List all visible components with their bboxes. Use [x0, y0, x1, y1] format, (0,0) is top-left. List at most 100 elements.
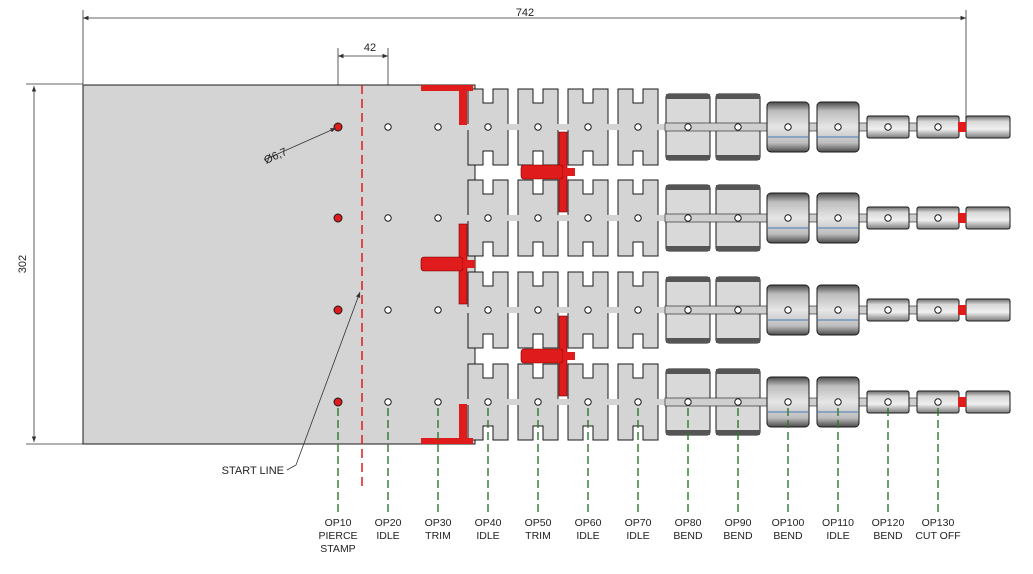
pilot-hole: [934, 398, 942, 406]
pilot-hole: [784, 123, 792, 131]
station-op: OP70: [625, 517, 652, 529]
pilot-hole: [384, 123, 392, 131]
pilot-hole: [484, 306, 492, 314]
trim-punch: [520, 315, 575, 397]
pilot-hole: [534, 123, 542, 131]
cut-off-part: [958, 206, 1011, 230]
station-operation: BEND: [723, 530, 753, 542]
pilot-hole: [834, 214, 842, 222]
station-operation: IDLE: [626, 530, 649, 542]
pilot-hole: [534, 398, 542, 406]
pilot-hole: [784, 214, 792, 222]
pilot-hole: [734, 123, 742, 131]
carrier-web: [465, 124, 665, 130]
pilot-hole: [634, 214, 642, 222]
station-lines: [337, 408, 939, 512]
start-line-label: START LINE: [222, 465, 284, 477]
pilot-hole: [584, 214, 592, 222]
pilot-hole: [384, 398, 392, 406]
station-operation: CUT OFF: [915, 530, 960, 542]
station-op: OP120: [872, 517, 905, 529]
pilot-hole: [384, 214, 392, 222]
station-op: OP10: [325, 517, 352, 529]
station-operation: IDLE: [376, 530, 399, 542]
trim-punch: [520, 131, 575, 213]
dimension-overall-length-value: 742: [516, 7, 534, 19]
pilot-hole: [384, 306, 392, 314]
station-op: OP40: [475, 517, 502, 529]
pilot-hole: [734, 214, 742, 222]
pilot-hole: [584, 398, 592, 406]
station-op: OP30: [425, 517, 452, 529]
dimension-strip-width-value: 302: [17, 255, 29, 273]
pilot-hole: [684, 123, 692, 131]
pilot-hole: [784, 398, 792, 406]
station-operation: BEND: [773, 530, 803, 542]
pilot-hole: [534, 214, 542, 222]
station-operation: TRIM: [425, 530, 451, 542]
pierced-hole: [333, 397, 343, 407]
station-op: OP110: [822, 517, 854, 529]
pilot-hole: [784, 306, 792, 314]
pilot-hole: [484, 123, 492, 131]
pilot-hole: [884, 123, 892, 131]
trim-punch-marks: [420, 85, 575, 444]
pilot-hole: [634, 123, 642, 131]
pilot-holes: [333, 122, 942, 407]
dimension-strip-width: 302: [17, 83, 83, 445]
station-operation: BEND: [873, 530, 903, 542]
station-op: OP60: [575, 517, 602, 529]
pierced-hole: [333, 213, 343, 223]
station-op: OP80: [675, 517, 702, 529]
pilot-hole: [834, 123, 842, 131]
pilot-hole: [584, 306, 592, 314]
pilot-hole: [434, 214, 442, 222]
station-op: OP100: [772, 517, 805, 529]
pilot-hole: [484, 398, 492, 406]
pilot-hole: [934, 214, 942, 222]
pilot-hole: [734, 306, 742, 314]
pilot-hole: [884, 398, 892, 406]
pilot-hole: [434, 123, 442, 131]
station-operation: PIERCE: [318, 530, 357, 542]
station-operation: TRIM: [525, 530, 551, 542]
cut-off-part: [958, 298, 1011, 322]
start-line: START LINE: [222, 85, 363, 490]
pilot-hole: [884, 306, 892, 314]
trim-punch: [420, 223, 475, 305]
dimension-pitch-value: 42: [364, 42, 376, 54]
pilot-hole: [434, 306, 442, 314]
cut-off-part: [958, 390, 1011, 414]
pilot-hole: [684, 214, 692, 222]
pilot-hole: [684, 398, 692, 406]
pilot-hole: [434, 398, 442, 406]
pilot-hole: [484, 214, 492, 222]
trim-punch: [421, 85, 473, 444]
station-operation: BEND: [673, 530, 703, 542]
pilot-hole: [634, 306, 642, 314]
station-operation: STAMP: [320, 543, 355, 555]
station-operation: IDLE: [826, 530, 849, 542]
pilot-hole: [834, 306, 842, 314]
pierced-hole: [333, 305, 343, 315]
station-op: OP50: [525, 517, 552, 529]
blank-strip: [82, 84, 476, 445]
pilot-hole: [584, 123, 592, 131]
progression-parts: [465, 88, 1011, 441]
pilot-hole: [634, 398, 642, 406]
pilot-hole: [534, 306, 542, 314]
pilot-hole: [734, 398, 742, 406]
